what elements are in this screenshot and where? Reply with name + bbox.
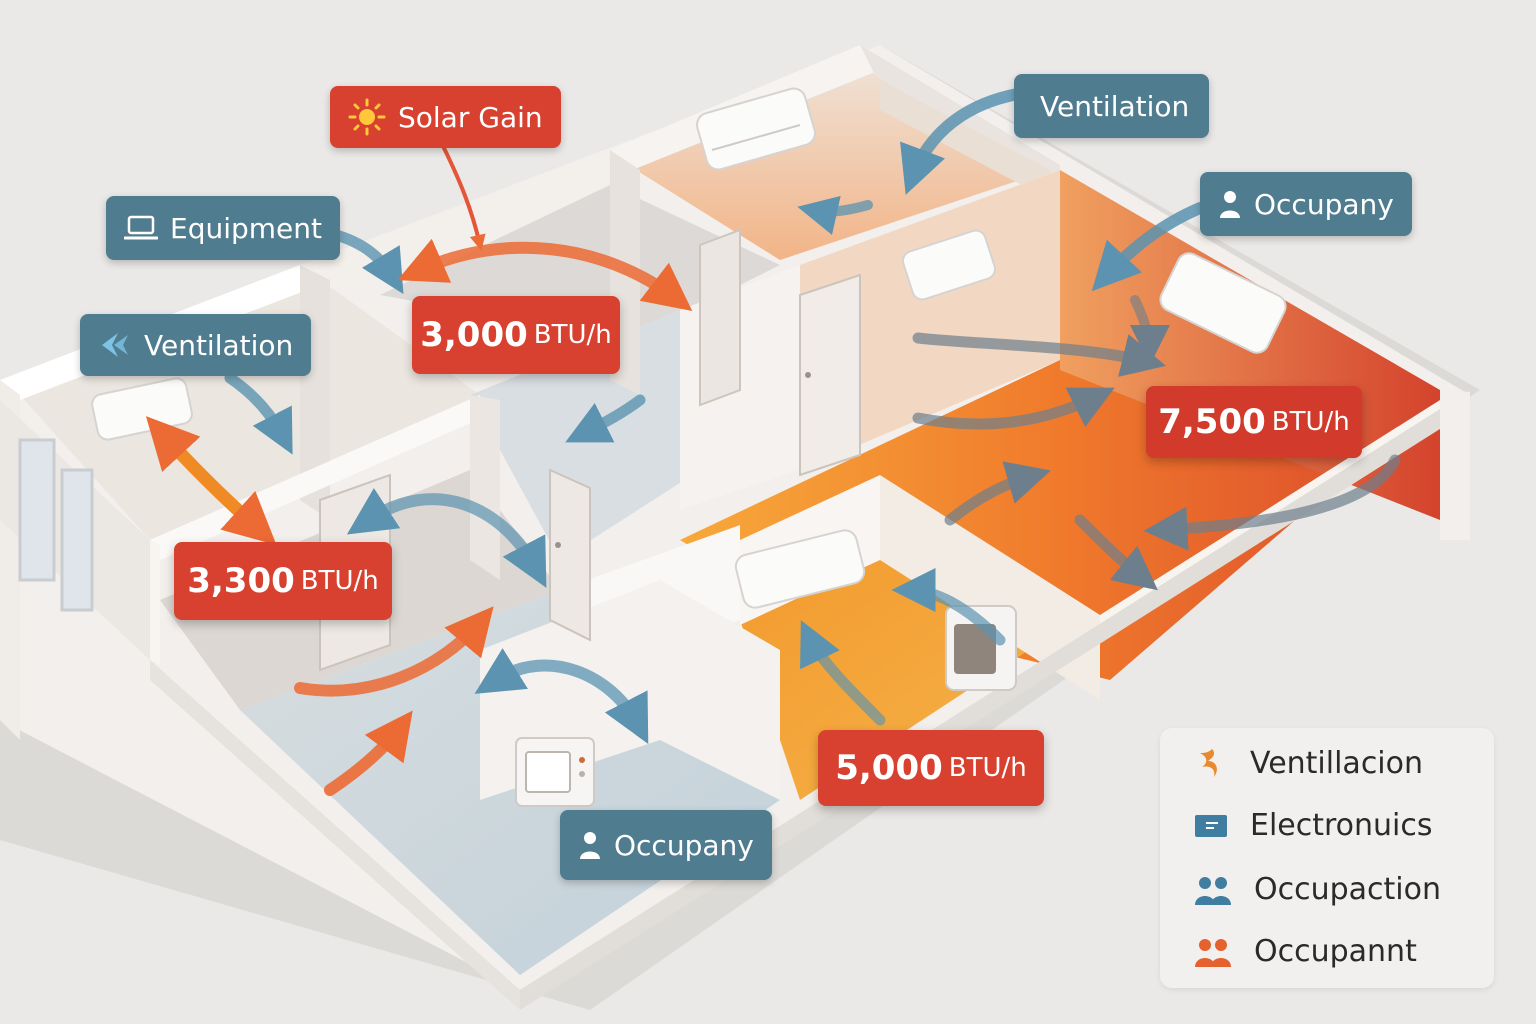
heat-flow-arrow <box>324 710 413 796</box>
ventilation-icon <box>98 330 132 360</box>
load-unit: BTU/h <box>300 566 379 596</box>
occupants-icon <box>1194 937 1232 967</box>
ac-unit <box>696 87 816 171</box>
wall-front <box>150 660 520 1010</box>
airflow-arrow <box>797 195 873 235</box>
ac-unit <box>734 529 866 609</box>
ventilation-icon <box>1194 748 1228 779</box>
airflow-arrow <box>346 488 547 588</box>
airflow-arrow <box>224 372 293 455</box>
ac-unit <box>1159 252 1287 354</box>
door-handle <box>805 372 811 378</box>
solar-gain-text: Solar Gain <box>398 100 543 134</box>
occupancy-top-text: Occupany <box>1254 187 1394 221</box>
wall <box>1440 390 1470 540</box>
airflow-arrow <box>944 461 1051 526</box>
ac-unit <box>901 229 997 301</box>
solar-gain-label: Solar Gain <box>330 86 561 148</box>
load-value: 3,300 <box>187 561 295 601</box>
occupancy-bottom-text: Occupany <box>614 828 754 862</box>
legend-item-ventilation: Ventillacion <box>1194 746 1423 781</box>
wall <box>880 475 1100 700</box>
person-icon <box>578 830 602 860</box>
sun-icon <box>348 98 386 136</box>
airflow-arrow <box>800 620 886 726</box>
legend-item-occupannt: Occupannt <box>1194 934 1417 969</box>
airflow-arrows <box>145 86 1401 796</box>
heat-flow-arrow <box>294 606 494 697</box>
window <box>60 468 94 612</box>
wall <box>880 80 1050 200</box>
legend-label: Electronuics <box>1250 808 1433 843</box>
occupants-icon <box>1194 875 1232 905</box>
door <box>699 228 741 407</box>
wall <box>150 540 160 665</box>
electronics-icon <box>1194 813 1228 839</box>
legend-label: Ventillacion <box>1250 746 1424 781</box>
heat-flow-arrow <box>145 416 277 546</box>
airflow-arrow <box>565 394 646 443</box>
airflow-arrow <box>891 568 1006 646</box>
ventilation-left-text: Ventilation <box>144 328 294 362</box>
load-value: 3,000 <box>420 315 528 355</box>
heat-flow-arrow <box>397 238 693 311</box>
equipment-label: Equipment <box>106 196 340 260</box>
occupancy-bottom-label: Occupany <box>560 810 772 880</box>
airflow-arrow <box>1143 454 1401 551</box>
airflow-arrow <box>912 332 1167 377</box>
legend: Ventillacion Electronuics Occupaction Oc… <box>1160 728 1494 988</box>
airflow-arrow <box>1091 202 1206 292</box>
load-value: 7,500 <box>1158 402 1266 442</box>
person-icon <box>1218 189 1242 219</box>
airflow-arrow <box>912 387 1115 430</box>
load-unit: BTU/h <box>533 320 612 350</box>
door-handle <box>555 542 561 548</box>
thermostat-device <box>945 605 1017 691</box>
wall <box>470 395 500 580</box>
airflow-arrow <box>1129 295 1170 365</box>
solar-ray-arrow <box>438 138 486 251</box>
airflow-arrow <box>1074 514 1158 591</box>
load-unit: BTU/h <box>948 753 1027 783</box>
legend-item-electronics: Electronuics <box>1194 808 1433 843</box>
airflow-arrow <box>900 86 1036 195</box>
airflow-arrow <box>474 648 649 744</box>
legend-item-occupaction: Occupaction <box>1194 872 1441 907</box>
ventilation-left-label: Ventilation <box>80 314 312 376</box>
equipment-text: Equipment <box>170 211 322 245</box>
ventilation-top-label: Ventilation <box>1014 74 1210 138</box>
door <box>799 273 861 477</box>
laptop-icon <box>124 214 158 242</box>
legend-label: Occupaction <box>1254 872 1442 907</box>
door <box>549 468 591 642</box>
legend-label: Occupannt <box>1254 934 1417 969</box>
window <box>18 438 56 582</box>
microwave-device <box>515 737 595 807</box>
load-unit: BTU/h <box>1271 407 1350 437</box>
floor-left-room <box>20 265 480 540</box>
ventilation-top-text: Ventilation <box>1040 89 1190 123</box>
load-value: 5,000 <box>835 748 943 788</box>
occupancy-top-label: Occupany <box>1200 172 1412 236</box>
wall <box>800 170 1060 470</box>
